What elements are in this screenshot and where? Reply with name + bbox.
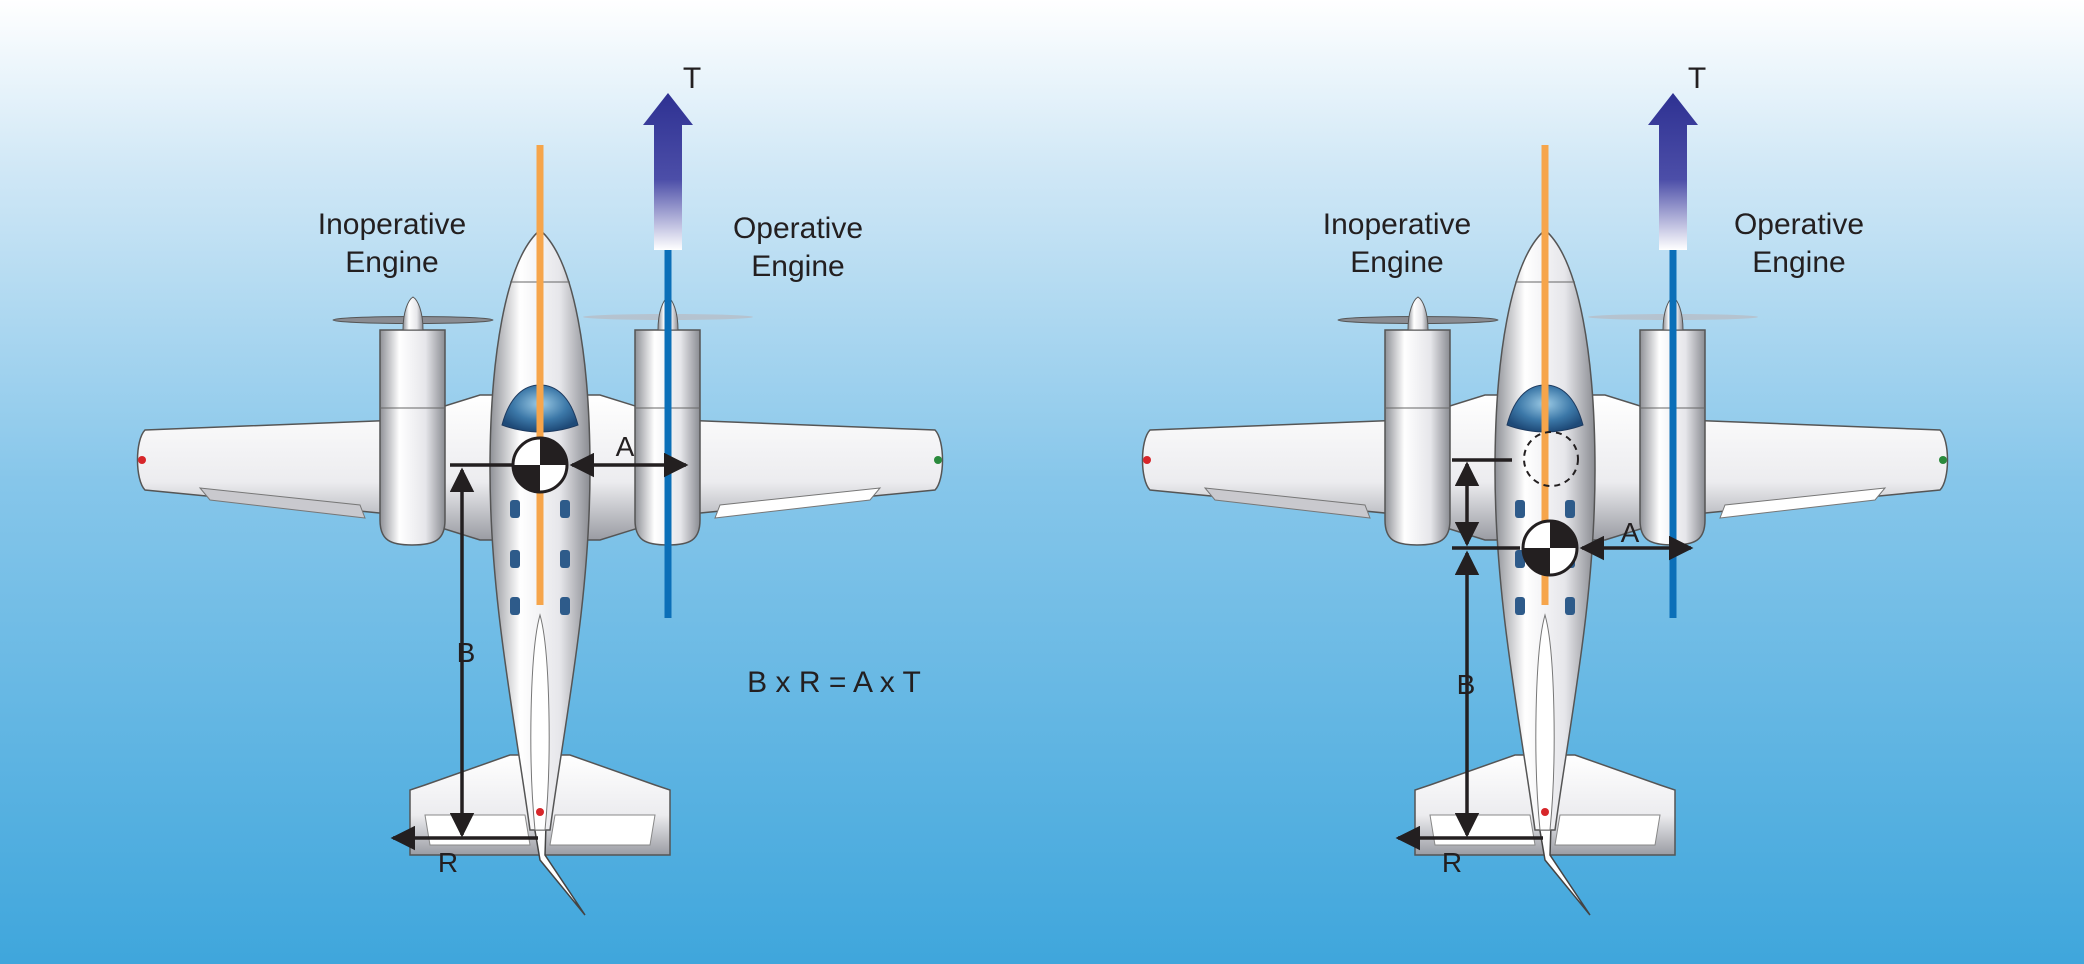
- label-r-right: R: [1442, 847, 1462, 878]
- operative-engine-label-right-line2: Engine: [1752, 246, 1845, 279]
- panel-left: Inoperative Engine Operative Engine T A …: [138, 62, 943, 915]
- inoperative-engine-label-left-line1: Inoperative: [318, 208, 466, 241]
- inoperative-engine-label-left-line2: Engine: [345, 246, 438, 279]
- thrust-label-left: T: [683, 62, 701, 95]
- label-b-right: B: [1457, 669, 1476, 700]
- operative-engine-label-left-line1: Operative: [733, 212, 863, 245]
- inoperative-engine-label-right-line1: Inoperative: [1323, 208, 1471, 241]
- cg-symbol-left: [511, 436, 569, 494]
- label-a-left: A: [616, 431, 635, 462]
- thrust-label-right: T: [1688, 62, 1706, 95]
- cg-symbol-right: [1521, 519, 1579, 577]
- label-r-left: R: [438, 847, 458, 878]
- original-cg-outline-right: [1523, 431, 1579, 487]
- label-a-right: A: [1621, 517, 1640, 548]
- operative-engine-label-left-line2: Engine: [751, 250, 844, 283]
- inoperative-engine-label-right-line2: Engine: [1350, 246, 1443, 279]
- panel-right: Inoperative Engine Operative Engine T A …: [1143, 62, 1948, 915]
- operative-engine-label-right-line1: Operative: [1734, 208, 1864, 241]
- label-b-left: B: [457, 637, 476, 668]
- moment-equation: B x R = A x T: [747, 666, 921, 699]
